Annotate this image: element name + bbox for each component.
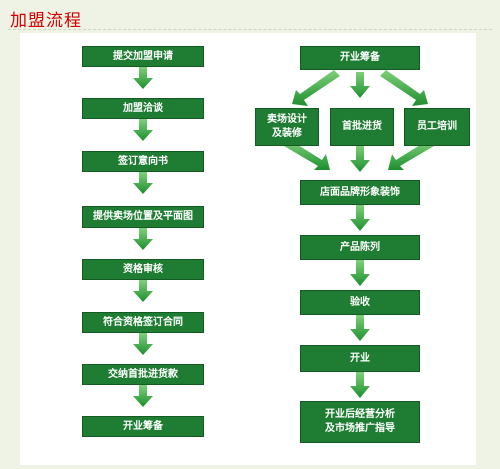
left-step-8: 开业筹备: [82, 416, 204, 437]
right-branch-2: 首批进货: [330, 108, 394, 146]
page-title: 加盟流程: [10, 11, 82, 31]
right-branch-3: 员工培训: [404, 108, 470, 146]
left-step-5: 资格审核: [82, 259, 204, 280]
left-step-1: 提交加盟申请: [82, 46, 204, 67]
left-step-4: 提供卖场位置及平面图: [82, 206, 204, 228]
right-step-4: 开业: [300, 345, 420, 372]
right-step-2: 产品陈列: [300, 235, 420, 260]
title-divider: [8, 29, 492, 30]
left-step-2: 加盟洽谈: [82, 98, 204, 119]
left-step-3: 签订意向书: [82, 151, 204, 172]
right-step-1: 店面品牌形象装饰: [300, 180, 420, 205]
right-step-5: 开业后经营分析 及市场推广指导: [300, 401, 420, 443]
left-step-6: 符合资格签订合同: [82, 312, 204, 333]
right-top-step: 开业筹备: [300, 46, 420, 70]
right-step-3: 验收: [300, 290, 420, 315]
left-step-7: 交纳首批进货款: [82, 364, 204, 385]
right-branch-1: 卖场设计 及装修: [255, 108, 319, 146]
